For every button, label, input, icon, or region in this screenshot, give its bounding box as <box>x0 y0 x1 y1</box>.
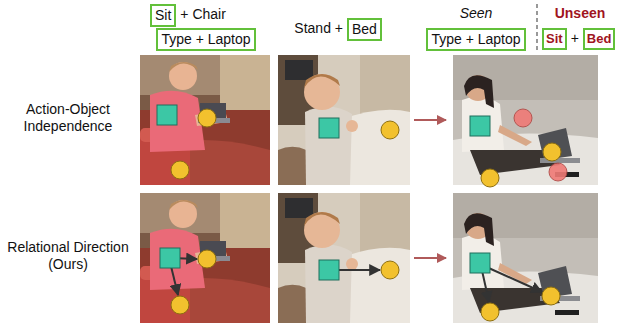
term-box: Bed <box>347 18 382 41</box>
term-text: Type + Laptop <box>431 31 520 47</box>
term-text: Sit <box>546 31 563 46</box>
human-marker <box>157 105 177 125</box>
label-text: + <box>571 30 579 46</box>
object-marker <box>381 121 399 139</box>
object-marker <box>171 161 189 179</box>
photo-unseen <box>453 55 598 185</box>
wrong-object-marker <box>549 163 567 181</box>
human-marker <box>319 118 339 138</box>
header-text: + <box>571 30 579 47</box>
term-text: Type + Laptop <box>161 31 250 47</box>
object-marker <box>171 296 189 314</box>
photo-stand-bed <box>278 55 410 185</box>
direction-line <box>482 265 542 292</box>
header-text: + Chair <box>180 6 226 23</box>
object-marker <box>198 250 216 268</box>
row-label: Action-Object Independence <box>4 101 132 135</box>
term-text: Bed <box>352 21 377 37</box>
photo-sit-type <box>140 193 270 323</box>
label-text: Stand + <box>294 20 343 36</box>
term-box: Type + Laptop <box>426 28 525 51</box>
human-marker <box>470 253 490 273</box>
human-marker <box>160 248 180 268</box>
term-text: Sit <box>155 7 171 23</box>
header-text: Seen <box>460 5 493 22</box>
photo-sit-type <box>140 55 270 185</box>
label-text: Relational Direction (Ours) <box>7 239 128 272</box>
divider-line <box>536 4 537 52</box>
object-marker <box>543 143 561 161</box>
label-text: Seen <box>460 5 493 21</box>
photo-stand-bed <box>278 193 410 323</box>
label-text: + Chair <box>180 6 226 22</box>
photo-unseen <box>453 193 598 323</box>
object-marker <box>481 303 499 321</box>
term-box: Sit <box>150 4 176 27</box>
object-marker <box>198 109 216 127</box>
term-box: Type + Laptop <box>156 28 255 51</box>
object-marker <box>542 287 560 305</box>
term-box: Bed <box>583 28 616 50</box>
object-marker <box>381 261 399 279</box>
wrong-object-marker <box>514 109 532 127</box>
human-marker <box>319 260 339 280</box>
label-text: Unseen <box>555 5 606 21</box>
term-box: Sit <box>542 28 567 50</box>
term-text: Bed <box>587 31 612 46</box>
header-text: Unseen <box>555 5 606 22</box>
transfer-arrow <box>414 257 446 259</box>
object-marker <box>481 169 499 187</box>
row-label: Relational Direction (Ours) <box>4 239 132 273</box>
human-marker <box>470 116 490 136</box>
header-text: Stand + <box>294 20 343 37</box>
label-text: Action-Object Independence <box>24 101 113 134</box>
transfer-arrow <box>414 119 446 121</box>
